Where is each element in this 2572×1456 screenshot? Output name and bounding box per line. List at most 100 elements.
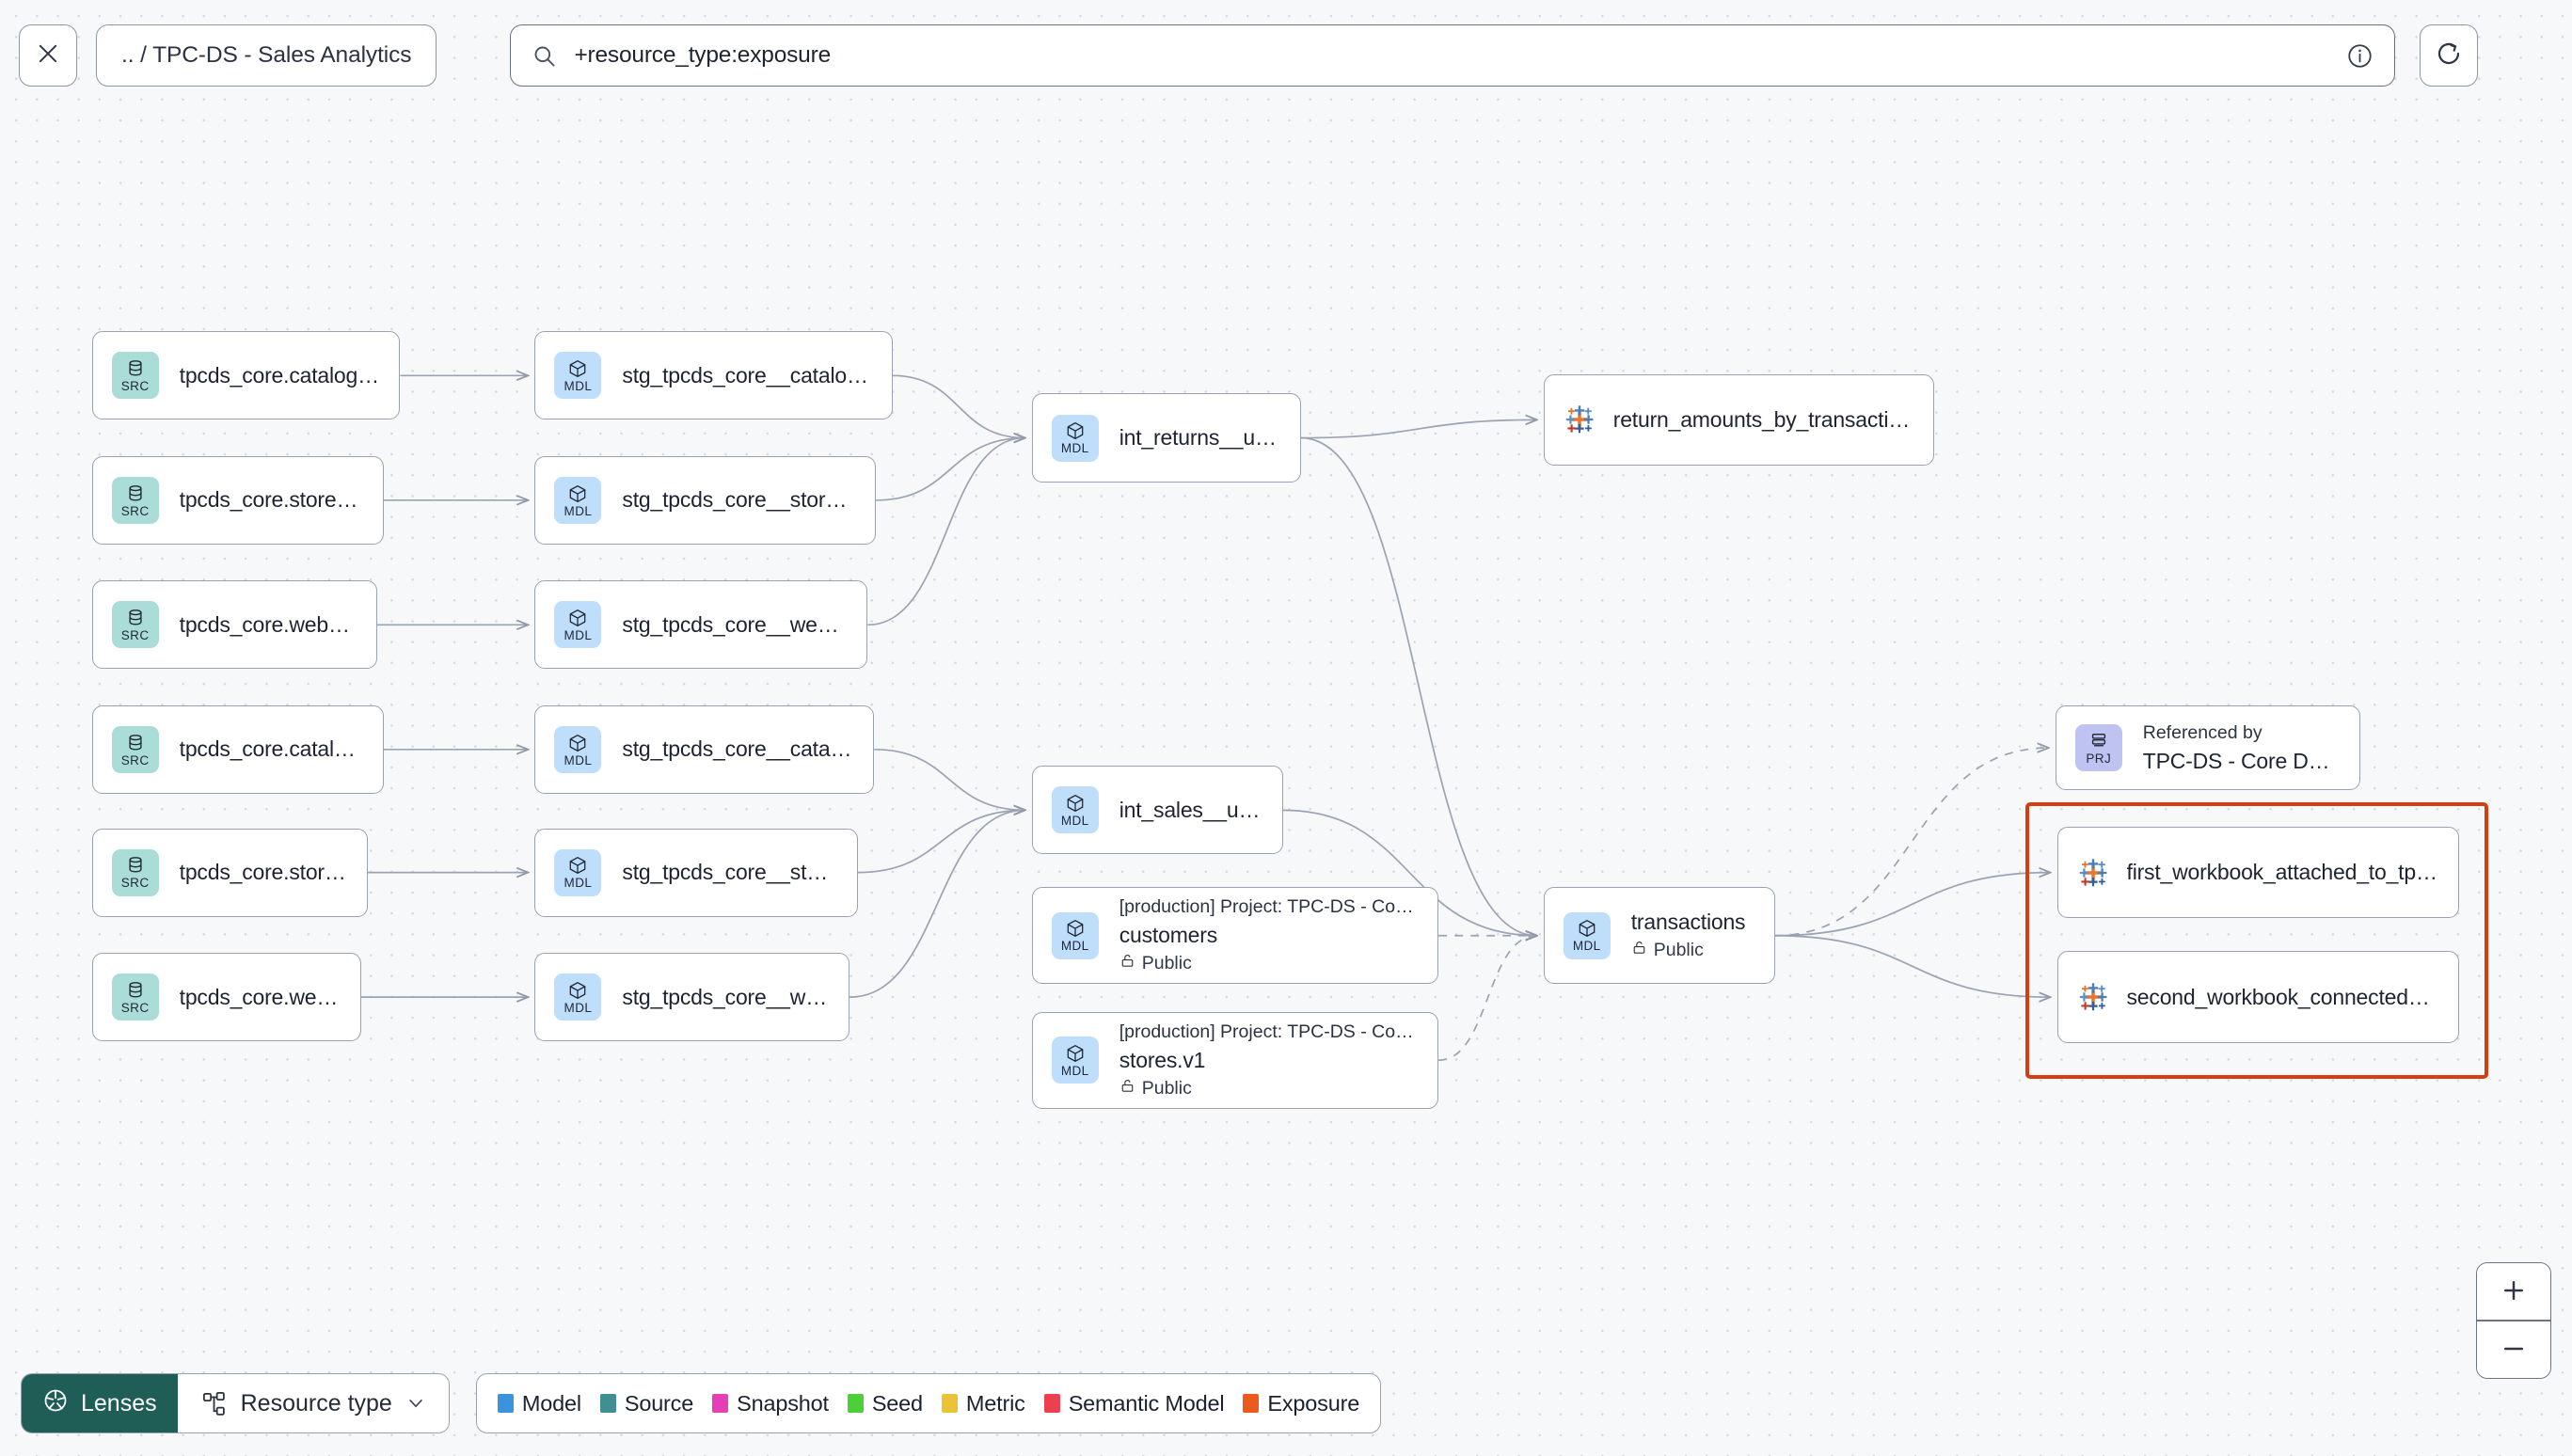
edge-stg_store_returns-to-int_returns_unioned (876, 438, 1025, 501)
node-content: tpcds_core.store_returns (180, 487, 364, 513)
legend-swatch (497, 1394, 514, 1413)
legend-item-semantic-model[interactable]: Semantic Model (1043, 1390, 1225, 1416)
legend-swatch (847, 1394, 864, 1413)
node-label: customers (1119, 923, 1218, 948)
badge-text: MDL (564, 379, 593, 394)
badge-text: MDL (564, 628, 593, 643)
search-bar[interactable] (510, 24, 2396, 87)
zoom-controls (2476, 1262, 2551, 1379)
graph-node-stores_v1[interactable]: MDL[production] Project: TPC-DS - Core D… (1031, 1011, 1439, 1109)
zoom-divider (2477, 1320, 2550, 1321)
breadcrumb[interactable]: .. / TPC-DS - Sales Analytics (96, 24, 437, 87)
node-label: return_amounts_by_transaction_type (1612, 406, 1914, 432)
badge-text: MDL (1060, 1063, 1089, 1078)
node-label: stores.v1 (1119, 1047, 1206, 1072)
node-visibility: Public (1119, 1078, 1419, 1100)
node-content: tpcds_core.web_sales (180, 985, 341, 1010)
legend-item-seed[interactable]: Seed (847, 1390, 923, 1416)
refresh-button[interactable] (2420, 24, 2479, 87)
node-content: tpcds_core.catalog_returns (180, 363, 381, 388)
badge-text: SRC (120, 876, 150, 891)
resource-type-icon (200, 1390, 228, 1417)
node-type-badge-mdl: MDL (1051, 1037, 1099, 1084)
lock-icon (1119, 953, 1135, 974)
node-content: tpcds_core.catalog_sales (180, 736, 364, 762)
node-label: first_workbook_attached_to_tpc-ds_-_… (2126, 860, 2439, 885)
resource-type-dropdown[interactable]: Resource type (178, 1374, 449, 1432)
graph-node-src_web_sales[interactable]: SRC tpcds_core.web_sales (91, 953, 361, 1042)
legend-item-exposure[interactable]: Exposure (1243, 1391, 1359, 1416)
graph-node-src_catalog_sales[interactable]: SRC tpcds_core.catalog_sales (91, 704, 384, 794)
search-input[interactable] (574, 42, 2347, 69)
badge-text: SRC (120, 1000, 150, 1015)
badge-text: SRC (120, 628, 150, 643)
graph-node-customers[interactable]: MDL [production] Project: TPC-DS - Core D… (1031, 887, 1439, 985)
legend-swatch (941, 1394, 958, 1413)
lock-icon (1631, 940, 1647, 961)
node-label: int_returns__unioned (1119, 425, 1281, 451)
node-type-badge-src: SRC (111, 848, 159, 896)
node-label: stg_tpcds_core__web_returns (622, 611, 849, 637)
node-type-badge-prj: PRJ (2074, 724, 2122, 772)
legend-item-metric[interactable]: Metric (941, 1390, 1025, 1416)
lock-icon (1119, 1078, 1135, 1100)
graph-node-stg_catalog_sales[interactable]: MDL stg_tpcds_core__catalog_sales (534, 704, 875, 794)
node-type-badge-mdl: MDL (554, 476, 602, 524)
resource-type-label: Resource type (240, 1389, 392, 1416)
tableau-exposure-icon (1564, 404, 1596, 435)
legend-item-snapshot[interactable]: Snapshot (712, 1391, 829, 1416)
badge-text: MDL (564, 1000, 593, 1015)
badge-text: MDL (1060, 441, 1089, 456)
edge-int_returns_unioned-to-return_amounts (1300, 419, 1537, 439)
node-content: tpcds_core.web_returns (180, 612, 357, 638)
legend-label: Snapshot (737, 1390, 829, 1416)
node-label: stg_tpcds_core__catalog_sales (622, 736, 854, 762)
badge-text: PRJ (2086, 751, 2112, 766)
edge-stg_web_returns-to-int_returns_unioned (867, 438, 1024, 626)
legend-swatch (599, 1394, 616, 1413)
node-type-badge-mdl: MDL (554, 725, 602, 773)
legend-label: Seed (871, 1390, 923, 1416)
node-label: int_sales__unioned (1119, 797, 1263, 822)
graph-node-stg_web_returns[interactable]: MDL stg_tpcds_core__web_returns (534, 580, 868, 670)
close-button[interactable] (19, 24, 77, 87)
graph-node-first_workbook[interactable]: first_workbook_attached_to_tpc-ds_-_… (2056, 826, 2459, 919)
graph-node-src_web_returns[interactable]: SRC tpcds_core.web_returns (91, 580, 378, 670)
node-content: stg_tpcds_core__catalog_sales (622, 736, 854, 762)
resource-type-legend: Model Source Snapshot Seed Metric Semantic Mo… (475, 1373, 1382, 1433)
lenses-control: Lenses Resource type (21, 1373, 450, 1433)
legend-label: Semantic Model (1068, 1390, 1225, 1416)
plus-icon (2500, 1276, 2528, 1307)
legend-item-source[interactable]: Source (599, 1391, 693, 1416)
node-content: first_workbook_attached_to_tpc-ds_-_… (2127, 860, 2439, 885)
legend-label: Metric (965, 1390, 1025, 1416)
legend-swatch (712, 1394, 729, 1413)
edge-transactions-to-first_workbook (1774, 873, 2051, 937)
node-content: [production] Project: TPC-DS - Core Data… (1119, 896, 1419, 974)
edge-transactions-to-second_workbook (1774, 934, 2051, 997)
zoom-out-button[interactable] (2477, 1321, 2550, 1378)
graph-node-int_returns_unioned[interactable]: MDL int_returns__unioned (1031, 393, 1301, 483)
zoom-in-button[interactable] (2477, 1263, 2550, 1321)
node-type-badge-mdl: MDL (1051, 911, 1099, 959)
lenses-button[interactable]: Lenses (22, 1374, 178, 1432)
legend-item-model[interactable]: Model (497, 1391, 581, 1416)
node-type-badge-mdl: MDL (1563, 911, 1611, 959)
node-type-badge-src: SRC (111, 725, 159, 773)
refresh-icon (2435, 40, 2463, 72)
node-content: stg_tpcds_core__store_sales (622, 860, 837, 885)
graph-node-return_amounts[interactable]: return_amounts_by_transaction_type (1543, 373, 1934, 467)
info-icon[interactable] (2346, 42, 2374, 70)
graph-node-second_workbook[interactable]: second_workbook_connected_to_live… (2056, 951, 2459, 1043)
